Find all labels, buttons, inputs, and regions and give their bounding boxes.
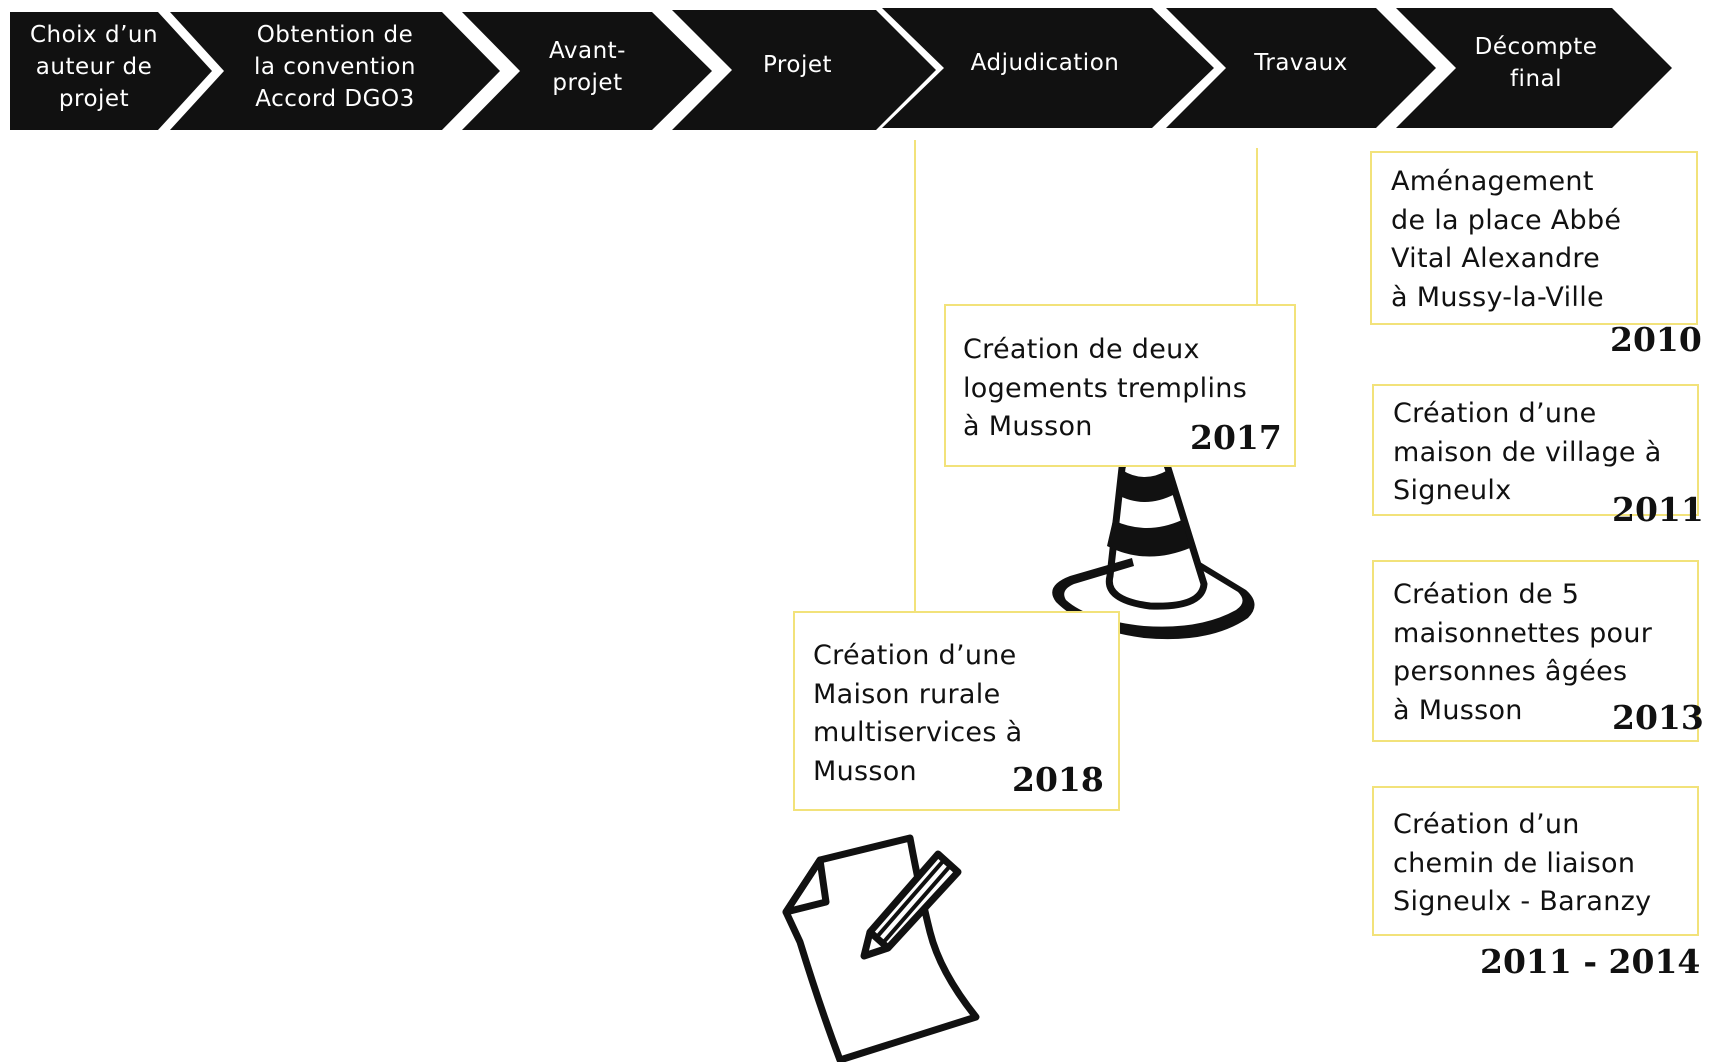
project-year-2018: 2018 xyxy=(1012,760,1104,799)
stage-arrow-6 xyxy=(1166,8,1436,128)
project-year-2010: 2010 xyxy=(1610,320,1702,359)
stage-label-avant-projet: Avant- projet xyxy=(549,38,626,96)
project-text-2013: Création de 5 maisonnettes pour personne… xyxy=(1393,579,1653,726)
project-card-2018 xyxy=(793,611,1120,811)
stage-label-decompte-final: Décompte final xyxy=(1474,34,1598,92)
project-text-2010: Aménagement de la place Abbé Vital Alexa… xyxy=(1391,166,1622,313)
stage-arrow-5 xyxy=(882,8,1214,128)
project-year-2013: 2013 xyxy=(1612,698,1704,737)
project-year-2011-2014: 2011 - 2014 xyxy=(1480,942,1701,981)
stage-arrow-3 xyxy=(462,12,712,130)
stage-label-travaux: Travaux xyxy=(1254,50,1348,76)
project-text-2011-2014: Création d’un chemin de liaison Signeulx… xyxy=(1393,809,1652,917)
stage-arrow-1 xyxy=(10,12,212,130)
stage-label-choix-auteur: Choix d’un auteur de projet xyxy=(29,22,159,112)
project-text-2011: Création d’une maison de village à Signe… xyxy=(1393,398,1662,506)
document-pencil-icon xyxy=(782,834,980,1062)
project-card-2011 xyxy=(1372,384,1699,516)
project-card-2010 xyxy=(1370,151,1698,325)
stage-label-obtention-convention: Obtention de la convention Accord DGO3 xyxy=(254,22,416,112)
project-text-2017: Création de deux logements tremplins à M… xyxy=(963,334,1248,442)
stage-arrow-2 xyxy=(170,12,500,130)
process-chevron-bar xyxy=(10,8,1672,130)
project-text-2018: Création d’une Maison rurale multiservic… xyxy=(813,640,1023,787)
project-card-2013 xyxy=(1372,560,1699,742)
connector-travaux xyxy=(1256,148,1258,304)
project-year-2017: 2017 xyxy=(1190,418,1282,457)
stage-label-projet: Projet xyxy=(762,52,833,78)
project-card-2017 xyxy=(944,304,1296,467)
project-year-2011: 2011 xyxy=(1612,490,1704,529)
stage-label-adjudication: Adjudication xyxy=(970,50,1120,76)
stage-arrow-4 xyxy=(672,10,936,130)
project-card-2011-2014 xyxy=(1372,786,1699,936)
stage-arrow-7 xyxy=(1396,8,1672,128)
connector-adjudication xyxy=(914,140,916,611)
